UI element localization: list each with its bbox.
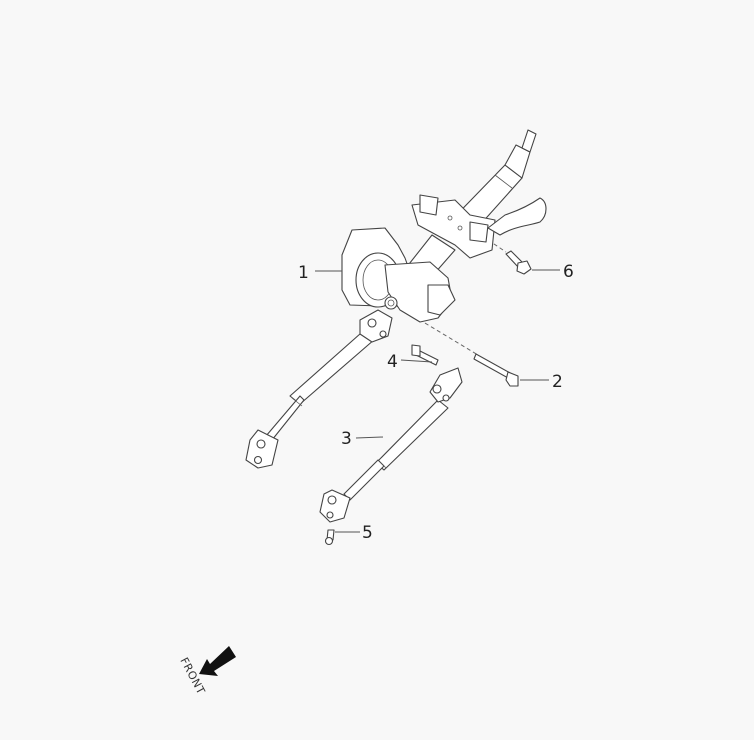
callout-1: 1: [298, 263, 309, 283]
callout-6: 6: [563, 262, 574, 282]
leader-line-3: [355, 436, 384, 439]
callout-2: 2: [552, 372, 563, 392]
part-4-bolt: [411, 344, 439, 366]
callout-3: 3: [341, 429, 352, 449]
leader-line-4: [400, 359, 433, 363]
part-3-intermediate-shaft: [319, 367, 463, 523]
part-2-bolt: [473, 353, 519, 387]
arrow-down-left-icon: [199, 646, 236, 676]
part-6-bolt: [505, 250, 532, 275]
part-5-bolt: [324, 529, 335, 546]
callout-4: 4: [387, 352, 398, 372]
part-1-steering-column: [245, 129, 547, 469]
front-label: FRONT: [177, 655, 207, 696]
callout-5: 5: [362, 523, 373, 543]
